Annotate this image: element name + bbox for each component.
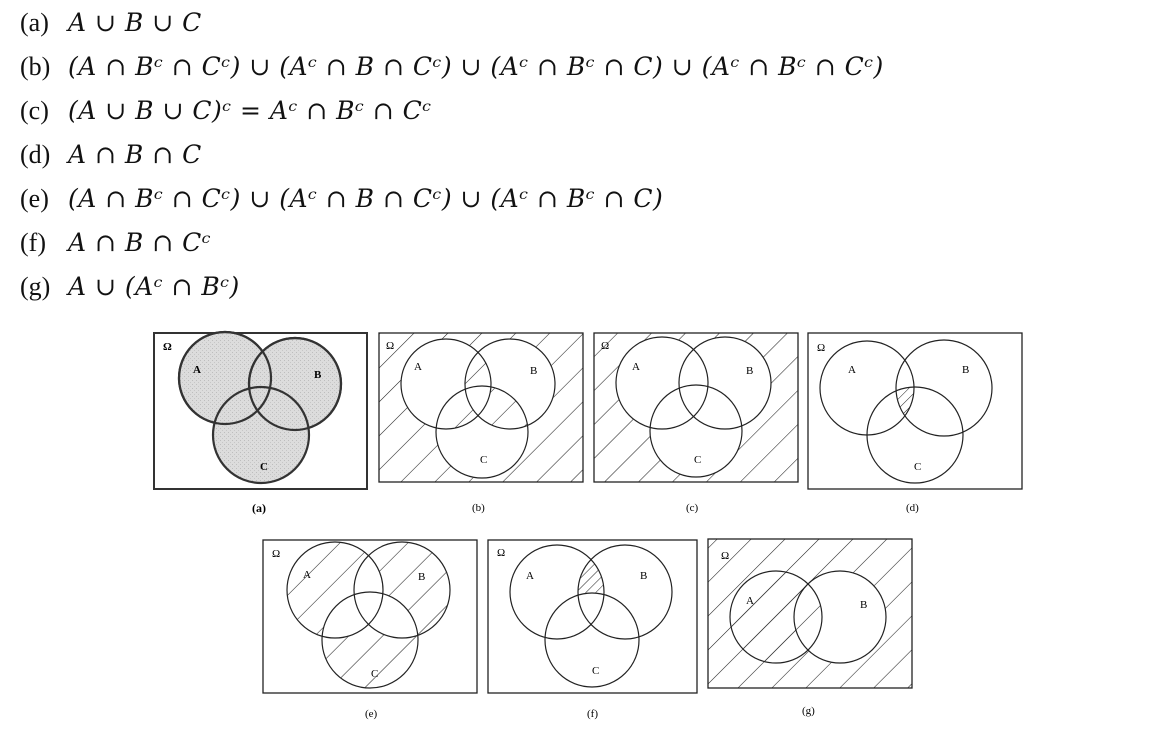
- set-c-circle: [544, 592, 640, 688]
- venn-diagram-a: Ω A B C (a): [153, 330, 368, 515]
- diagram-caption: (a): [252, 501, 266, 515]
- diagram-caption: (g): [802, 705, 815, 717]
- set-b-circle: [577, 544, 673, 640]
- diagram-caption: (b): [472, 502, 485, 514]
- set-b-label: B: [746, 365, 753, 377]
- formula-expression: A ∪ (Aᶜ ∩ Bᶜ): [68, 272, 240, 301]
- set-a-circle: [286, 541, 384, 639]
- venn-diagram-e: Ω A B C (e): [262, 539, 478, 720]
- set-a-circle: [729, 570, 823, 664]
- set-b-label: B: [418, 571, 425, 583]
- set-c-label: C: [371, 668, 378, 680]
- formula-d: (d) A ∩ B ∩ C: [20, 140, 884, 184]
- formula-expression: A ∩ B ∩ C: [68, 140, 202, 169]
- set-b-label: B: [640, 570, 647, 582]
- set-c-label: C: [480, 454, 487, 466]
- universe-box: [593, 332, 799, 483]
- set-a-label: A: [414, 361, 422, 373]
- formula-label: (f): [20, 228, 46, 257]
- set-b-label: B: [860, 599, 867, 611]
- formula-label: (e): [20, 184, 49, 213]
- set-a-circle: [615, 336, 709, 430]
- set-c-label: C: [592, 665, 599, 677]
- formula-list: (a) A ∪ B ∪ C (b) (A ∩ Bᶜ ∩ Cᶜ) ∪ (Aᶜ ∩ B …: [20, 8, 884, 316]
- omega-label: Ω: [163, 341, 172, 353]
- venn-diagram-b: Ω A B C (b): [378, 332, 584, 514]
- set-b-circle: [464, 338, 556, 430]
- set-b-label: B: [962, 364, 969, 376]
- formula-label: (b): [20, 52, 51, 81]
- formula-e: (e) (A ∩ Bᶜ ∩ Cᶜ) ∪ (Aᶜ ∩ B ∩ Cᶜ) ∪ (Aᶜ ∩…: [20, 184, 884, 228]
- formula-label: (a): [20, 8, 49, 37]
- set-b-circle: [895, 339, 993, 437]
- formula-g: (g) A ∪ (Aᶜ ∩ Bᶜ): [20, 272, 884, 316]
- set-c-circle: [866, 386, 964, 484]
- diagram-caption: (f): [587, 708, 598, 720]
- formula-expression: A ∪ B ∪ C: [68, 8, 202, 37]
- venn-diagram-g: Ω A B (g): [707, 538, 913, 717]
- set-b-label: B: [314, 369, 322, 381]
- set-a-label: A: [848, 364, 856, 376]
- set-a-label: A: [193, 364, 201, 376]
- set-c-circle: [435, 385, 529, 479]
- set-c-label: C: [260, 461, 268, 473]
- venn-diagram-f: Ω A B C (f): [487, 539, 698, 720]
- set-b-label: B: [530, 365, 537, 377]
- set-c-circle: [321, 591, 419, 689]
- formula-expression: (A ∪ B ∪ C)ᶜ = Aᶜ ∩ Bᶜ ∩ Cᶜ: [68, 96, 432, 125]
- diagram-caption: (c): [686, 502, 699, 514]
- formula-label: (g): [20, 272, 51, 301]
- formula-a: (a) A ∪ B ∪ C: [20, 8, 884, 52]
- shaded-region: [594, 333, 798, 482]
- formula-f: (f) A ∩ B ∩ Cᶜ: [20, 228, 884, 272]
- universe-box: [378, 332, 584, 483]
- formula-expression: (A ∩ Bᶜ ∩ Cᶜ) ∪ (Aᶜ ∩ B ∩ Cᶜ) ∪ (Aᶜ ∩ Bᶜ…: [68, 184, 664, 213]
- set-a-circle: [509, 544, 605, 640]
- omega-label: Ω: [272, 548, 280, 560]
- set-c-circle: [649, 384, 743, 478]
- formula-label: (d): [20, 140, 51, 169]
- set-c-circle: [211, 385, 311, 485]
- formula-c: (c) (A ∪ B ∪ C)ᶜ = Aᶜ ∩ Bᶜ ∩ Cᶜ: [20, 96, 884, 140]
- set-c-label: C: [694, 454, 701, 466]
- formula-expression: (A ∩ Bᶜ ∩ Cᶜ) ∪ (Aᶜ ∩ B ∩ Cᶜ) ∪ (Aᶜ ∩ Bᶜ…: [68, 52, 884, 81]
- set-a-label: A: [632, 361, 640, 373]
- formula-b: (b) (A ∩ Bᶜ ∩ Cᶜ) ∪ (Aᶜ ∩ B ∩ Cᶜ) ∪ (Aᶜ ∩…: [20, 52, 884, 96]
- set-a-label: A: [526, 570, 534, 582]
- omega-label: Ω: [497, 547, 505, 559]
- omega-label: Ω: [601, 340, 609, 352]
- omega-label: Ω: [386, 340, 394, 352]
- omega-label: Ω: [817, 342, 825, 354]
- formula-label: (c): [20, 96, 49, 125]
- set-a-label: A: [746, 595, 754, 607]
- omega-label: Ω: [721, 550, 729, 562]
- set-b-circle: [353, 541, 451, 639]
- set-a-label: A: [303, 569, 311, 581]
- set-a-circle: [400, 338, 492, 430]
- universe-box: [707, 538, 913, 689]
- diagram-caption: (e): [365, 708, 378, 720]
- set-c-label: C: [914, 461, 921, 473]
- diagram-caption: (d): [906, 502, 919, 514]
- venn-diagram-c: Ω A B C (c): [593, 332, 799, 514]
- venn-diagram-d: Ω A B C (d): [807, 332, 1023, 514]
- shaded-region: [379, 333, 583, 482]
- formula-expression: A ∩ B ∩ Cᶜ: [68, 228, 212, 257]
- set-b-circle: [793, 570, 887, 664]
- set-b-circle: [678, 336, 772, 430]
